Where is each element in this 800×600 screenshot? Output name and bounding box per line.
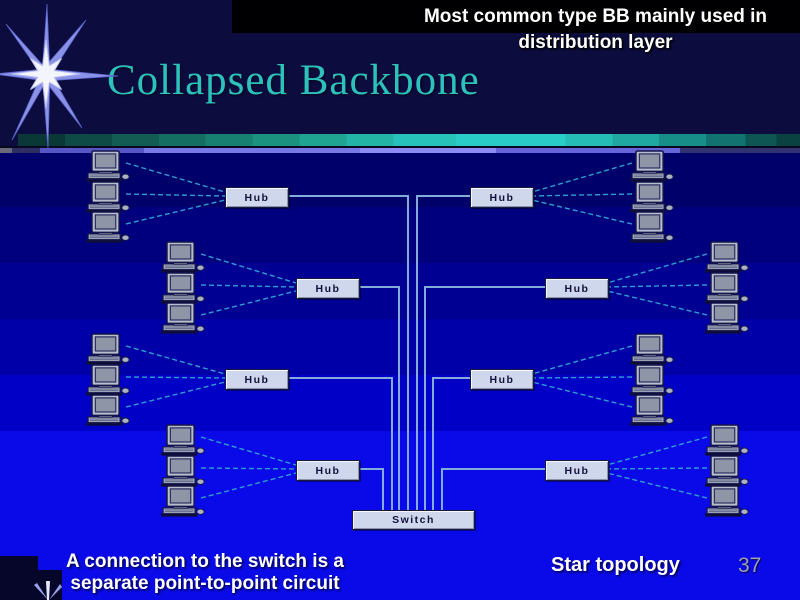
- switch-node: Switch: [352, 510, 475, 530]
- top-note-line2: distribution layer: [518, 32, 673, 53]
- hub-right-4: Hub: [545, 460, 609, 481]
- hub-left-2: Hub: [296, 278, 360, 299]
- bottom-note-line1: A connection to the switch is a: [66, 551, 344, 572]
- starburst-core: [11, 39, 81, 109]
- computer-link-line: [125, 381, 226, 408]
- hub-left-3: Hub: [225, 369, 289, 390]
- star-topology-label: Star topology: [551, 554, 680, 576]
- computer-link-line: [606, 284, 708, 288]
- page-title: Collapsed Backbone: [107, 57, 480, 104]
- starburst-icon: [0, 3, 119, 149]
- computer-link-line: [531, 193, 633, 197]
- trunk-line: [416, 195, 470, 510]
- bottom-note: A connection to the switch is a separate…: [30, 551, 380, 595]
- hub-right-2: Hub: [545, 278, 609, 299]
- computer-link-line: [200, 290, 297, 316]
- computer-link-line: [606, 253, 708, 284]
- computer-link-line: [606, 290, 708, 316]
- top-note: Most common type BB mainly used in distr…: [393, 4, 798, 56]
- top-note-backdrop: [232, 0, 800, 33]
- computer-link-line: [125, 193, 226, 197]
- computer-link-line: [531, 199, 633, 225]
- computer-link-line: [531, 381, 633, 408]
- trunk-line: [424, 286, 545, 510]
- computer-link-line: [125, 162, 226, 193]
- divider-line: [0, 146, 800, 153]
- computer-link-line: [200, 253, 297, 284]
- trunk-line: [287, 377, 393, 510]
- accent-bar: [18, 134, 800, 146]
- computer-link-line: [200, 472, 297, 499]
- starburst-bullet-icon: [34, 581, 62, 600]
- computer-link-line: [606, 467, 708, 470]
- computer-link-line: [606, 436, 708, 466]
- computer-link-line: [531, 162, 633, 193]
- hub-right-3: Hub: [470, 369, 534, 390]
- trunk-line: [287, 195, 409, 510]
- computer-link-line: [531, 345, 633, 375]
- trunk-line: [441, 468, 545, 510]
- trunk-line: [358, 286, 400, 510]
- trunk-line: [432, 377, 470, 510]
- hub-left-1: Hub: [225, 187, 289, 208]
- computer-link-line: [125, 199, 226, 225]
- hub-right-1: Hub: [470, 187, 534, 208]
- hub-left-4: Hub: [296, 460, 360, 481]
- computer-link-line: [125, 345, 226, 375]
- computer-link-line: [531, 376, 633, 379]
- top-note-line1: Most common type BB mainly used in: [423, 6, 768, 27]
- page-number: 37: [738, 554, 762, 577]
- computer-link-line: [606, 472, 708, 499]
- trunk-line: [358, 468, 384, 510]
- computer-link-line: [125, 376, 226, 379]
- bottom-note-line2: separate point-to-point circuit: [70, 573, 340, 594]
- computer-link-line: [200, 436, 297, 466]
